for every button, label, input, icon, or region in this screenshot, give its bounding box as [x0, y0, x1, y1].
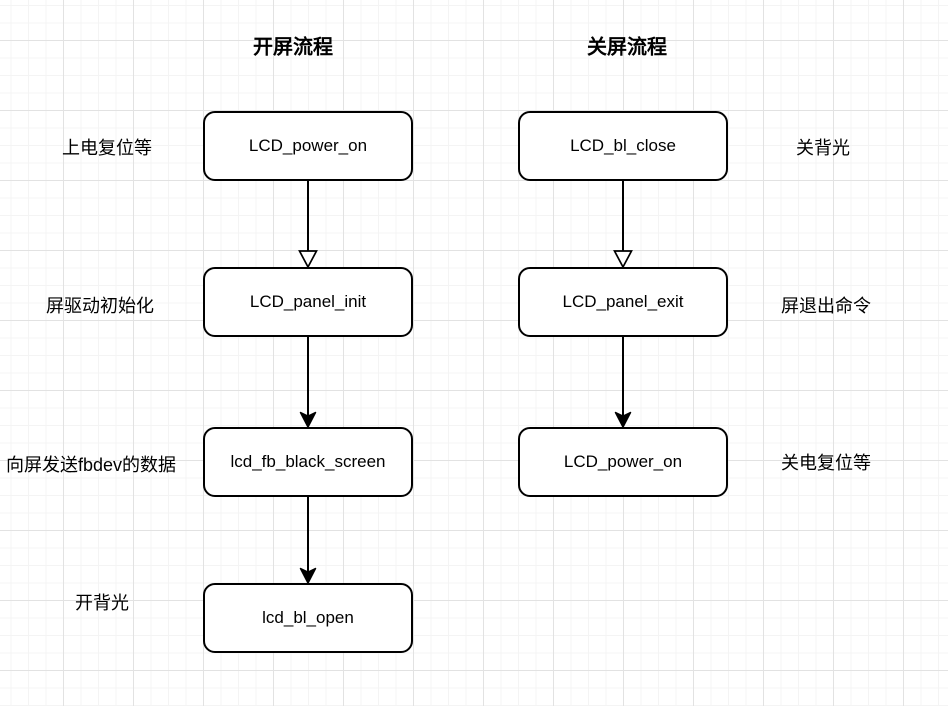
node-lcd-power-on[interactable]: LCD_power_on [203, 111, 413, 181]
note-power-off[interactable]: 关电复位等 [781, 453, 871, 473]
arrow-panel-init-to-fb-black-screen[interactable] [299, 337, 317, 428]
node-lcd-bl-close[interactable]: LCD_bl_close [518, 111, 728, 181]
node-label: LCD_panel_exit [562, 292, 684, 311]
node-label: lcd_fb_black_screen [230, 452, 386, 471]
left-flow-title[interactable]: 开屏流程 [253, 36, 333, 59]
note-fb-black-screen[interactable]: 向屏发送fbdev的数据 [5, 455, 177, 475]
arrow-fb-black-screen-to-bl-open[interactable] [299, 497, 317, 584]
right-flow-title[interactable]: 关屏流程 [587, 36, 667, 59]
note-panel-exit[interactable]: 屏退出命令 [781, 296, 871, 316]
node-lcd-fb-black-screen[interactable]: lcd_fb_black_screen [203, 427, 413, 497]
note-power-on[interactable]: 上电复位等 [62, 138, 152, 158]
note-bl-close[interactable]: 关背光 [796, 138, 850, 158]
node-label: LCD_power_on [248, 136, 368, 155]
note-bl-open[interactable]: 开背光 [75, 593, 129, 613]
arrow-panel-exit-to-power-on[interactable] [614, 337, 632, 428]
node-label: LCD_power_on [563, 452, 683, 471]
node-lcd-power-on-off[interactable]: LCD_power_on [518, 427, 728, 497]
arrow-power-on-to-panel-init[interactable] [298, 181, 318, 269]
note-panel-init[interactable]: 屏驱动初始化 [46, 296, 154, 316]
node-label: LCD_bl_close [570, 136, 676, 155]
node-lcd-panel-exit[interactable]: LCD_panel_exit [518, 267, 728, 337]
node-lcd-panel-init[interactable]: LCD_panel_init [203, 267, 413, 337]
arrow-bl-close-to-panel-exit[interactable] [613, 181, 633, 269]
node-label: LCD_panel_init [249, 292, 367, 311]
node-lcd-bl-open[interactable]: lcd_bl_open [203, 583, 413, 653]
node-label: lcd_bl_open [262, 608, 354, 627]
